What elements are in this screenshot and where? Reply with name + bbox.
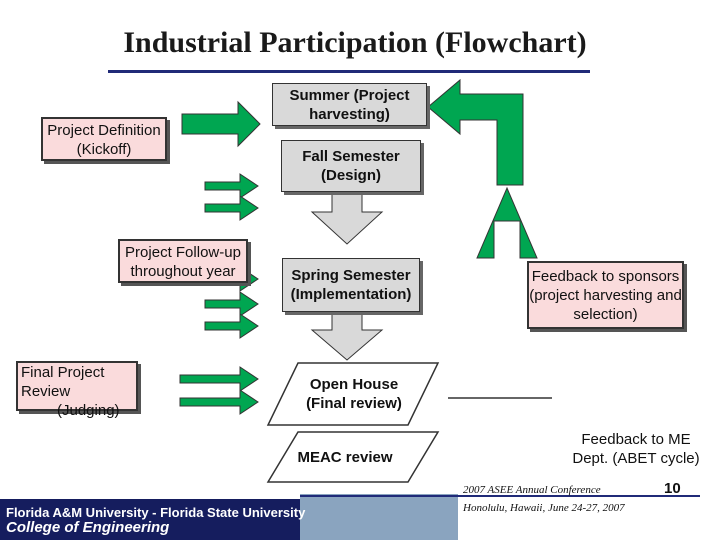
college-name: College of Engineering	[6, 519, 170, 536]
feedback-me-dept-label: Feedback to ME Dept. (ABET cycle)	[572, 431, 700, 467]
project-definition-label: Project Definition (Kickoff)	[47, 122, 161, 158]
fall-semester-label: Fall Semester (Design)	[302, 148, 400, 184]
arrow-definition-to-fall	[204, 173, 259, 199]
fall-semester-box: Fall Semester (Design)	[281, 140, 421, 192]
arrow-feedback-to-summer	[427, 78, 524, 186]
feedback-sponsors-label: Feedback to sponsors (project harvesting…	[529, 267, 682, 323]
spring-semester-label: Spring Semester (Implementation)	[290, 267, 412, 303]
page-number: 10	[664, 480, 681, 497]
arrow-definition-to-summer	[181, 100, 261, 148]
slide-title: Industrial Participation (Flowchart)	[123, 26, 587, 59]
conference-info: 2007 ASEE Annual Conference Honolulu, Ha…	[463, 481, 625, 517]
arrow-followup-4	[204, 313, 259, 339]
open-house-shape	[266, 362, 440, 426]
arrow-fall-to-spring	[310, 191, 384, 245]
project-followup-box: Project Follow-up throughout year	[118, 239, 248, 283]
meac-review-label: MEAC review	[297, 449, 393, 466]
spring-semester-box: Spring Semester (Implementation)	[282, 258, 420, 312]
title-underline	[108, 70, 590, 73]
arrow-final-review-2	[179, 389, 259, 415]
final-review-line1: Final Project	[21, 364, 105, 381]
meac-review-shape	[266, 431, 440, 483]
footer-rule	[300, 495, 700, 497]
feedback-sponsors-box: Feedback to sponsors (project harvesting…	[527, 261, 684, 329]
final-project-review-box: Final Project Review (Judging)	[16, 361, 138, 419]
arrow-followup-3	[204, 291, 259, 317]
arrow-followup-1	[204, 195, 259, 221]
campus-photo	[300, 494, 458, 540]
project-followup-label: Project Follow-up throughout year	[125, 244, 241, 280]
final-review-line3: (Judging)	[57, 402, 120, 419]
project-definition-box: Project Definition (Kickoff)	[41, 117, 167, 161]
summer-box: Summer (Project harvesting)	[272, 83, 427, 126]
summer-label: Summer (Project harvesting)	[289, 86, 410, 123]
arrow-final-review-1	[179, 366, 259, 392]
final-review-line2: Review	[21, 383, 71, 400]
footer-banner	[0, 499, 300, 540]
university-name: Florida A&M University - Florida State U…	[6, 505, 306, 520]
arrow-feedback-up	[476, 186, 538, 259]
open-house-label: Open House (Final review)	[306, 376, 402, 412]
arrow-spring-to-openhouse	[310, 311, 384, 361]
conference-line2: Honolulu, Hawaii, June 24-27, 2007	[463, 502, 625, 514]
conference-line1: 2007 ASEE Annual Conference	[463, 484, 601, 496]
